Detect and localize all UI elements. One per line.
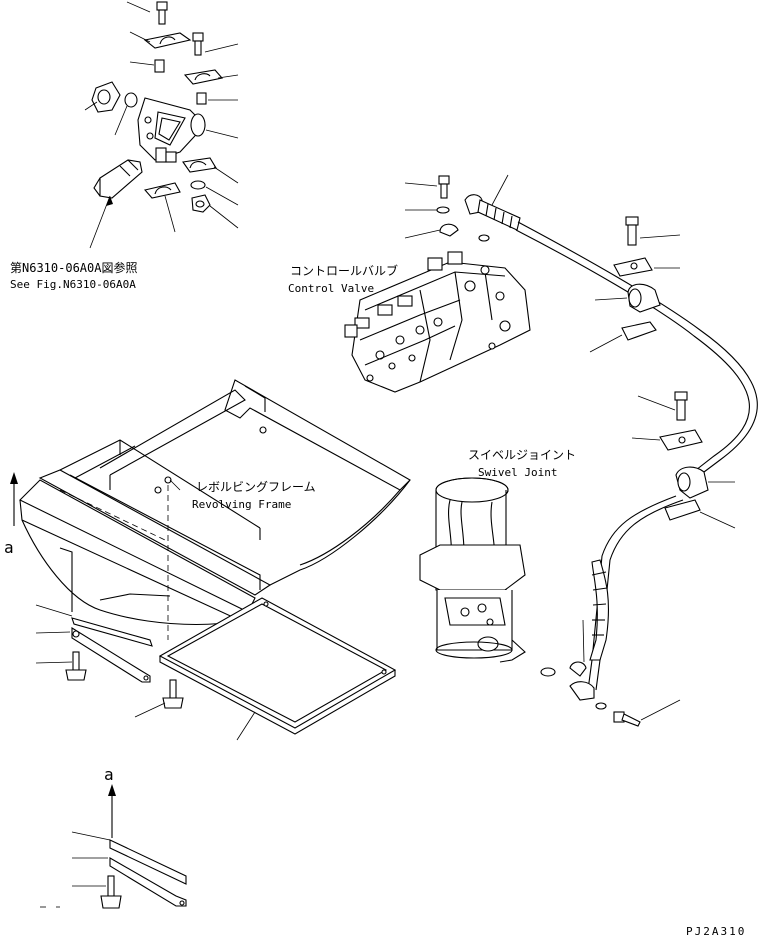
valve-block: [137, 97, 206, 163]
control-valve: [344, 251, 531, 393]
see-fig-label-jp: 第N6310-06A0A図参照: [10, 260, 137, 275]
leader-lines-valve-block: [84, 1, 239, 249]
spacer-upper: [154, 59, 165, 73]
washer-left: [190, 180, 206, 190]
washer-swivel: [595, 702, 607, 710]
bolt-cv: [438, 175, 450, 185]
pilot-hose: [515, 221, 758, 691]
clamp-upper-right: [183, 69, 224, 85]
nut-large: [91, 81, 121, 113]
swivel-joint-label-en: Swivel Joint: [478, 466, 557, 479]
clamp-cv: [439, 223, 459, 237]
swivel-joint-label-jp: スイベルジョイント: [468, 448, 576, 462]
spacer-lower: [196, 92, 207, 105]
valve-block-assembly: [84, 1, 239, 249]
nut-small-left: [191, 194, 211, 213]
clamp-lower-left: [143, 182, 181, 199]
revolving-frame-label-jp: レボルビングフレーム: [196, 480, 316, 494]
view-arrow-top: a: [4, 472, 18, 557]
view-marker-a-bottom: a: [104, 765, 114, 784]
left-bracket-group: [35, 604, 153, 683]
o-ring-cv: [478, 234, 490, 242]
cover-plate: [158, 597, 397, 741]
clamp-half-upper: [143, 32, 192, 49]
clamp-group-upper: [589, 216, 681, 353]
see-fig-label-en: See Fig.N6310-06A0A: [10, 278, 136, 291]
bolt-top-left: [156, 1, 168, 25]
revolving-frame-label-en: Revolving Frame: [192, 498, 291, 511]
clamp-lower-right: [182, 157, 217, 173]
hose-end-cv: [477, 199, 521, 231]
bolt-upper-right: [192, 32, 204, 56]
washer-cv: [436, 206, 450, 214]
hose-fitting: [93, 159, 143, 199]
collar: [124, 92, 138, 108]
o-ring-swivel: [540, 667, 556, 677]
bolt-swivel-shank: [621, 713, 641, 727]
control-valve-fittings: [404, 174, 521, 242]
cover-bolt: [134, 679, 184, 718]
clamp-group-lower: [631, 391, 736, 529]
control-valve-label-jp: コントロールバルブ: [290, 263, 398, 278]
drawing-code: PJ2A310: [686, 925, 746, 938]
detail-a: a: [40, 765, 187, 909]
control-valve-label-en: Control Valve: [288, 282, 374, 295]
swivel-fittings: [540, 619, 681, 727]
clamp-swivel: [569, 661, 587, 677]
view-marker-a-top: a: [4, 538, 14, 557]
elbow-swivel: [569, 681, 595, 701]
swivel-joint: [419, 477, 526, 663]
